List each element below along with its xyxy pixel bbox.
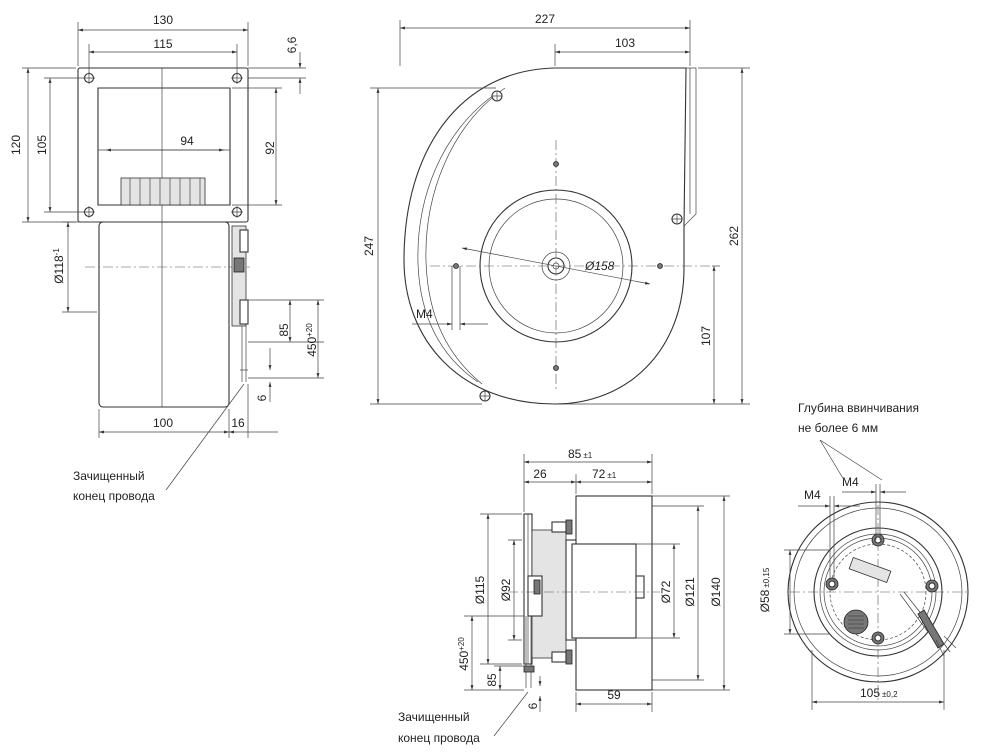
dim-450: 450+20	[305, 323, 319, 357]
dim-450-motor: 450+20	[457, 637, 471, 671]
wheel-strip	[120, 177, 206, 206]
front-view	[77, 67, 250, 408]
dim-d72: Ø72	[659, 580, 673, 603]
note-stripped-wire-1: Зачищенный	[73, 469, 145, 483]
dim-m4-end-left: M4	[804, 488, 821, 502]
dim-115: 115	[153, 37, 172, 51]
dim-d121: Ø121	[683, 577, 697, 607]
dim-85-motor: 85	[485, 673, 499, 687]
outlet-opening	[97, 87, 231, 206]
dim-d118: Ø118-1	[52, 248, 66, 284]
dim-107: 107	[699, 326, 713, 346]
end-view	[787, 501, 970, 700]
note-stripped-wire-3: Зачищенный	[398, 710, 470, 724]
dim-6-wire: 6	[255, 394, 269, 401]
side-view: Ø158	[403, 67, 712, 405]
dim-85-tol: 85±1	[568, 447, 593, 461]
dim-85: 85	[277, 323, 291, 337]
dim-120: 120	[9, 135, 23, 155]
note-screw-depth-1: Глубина ввинчивания	[798, 401, 919, 415]
mount-hole-br	[231, 206, 243, 218]
leader-stripped-wire	[165, 383, 245, 491]
dim-d115: Ø115	[473, 575, 487, 604]
dim-59: 59	[607, 688, 621, 702]
dim-100: 100	[153, 416, 173, 430]
dim-103: 103	[615, 36, 635, 50]
dim-6-6: 6,6	[285, 36, 299, 53]
dim-m4-end-right: M4	[842, 475, 859, 489]
dim-d158: Ø158	[584, 259, 615, 273]
dim-130: 130	[153, 13, 173, 27]
dim-227: 227	[535, 12, 555, 26]
wire	[241, 326, 247, 382]
dim-d92: Ø92	[499, 578, 513, 601]
note-screw-depth-2: не более 6 мм	[798, 421, 878, 435]
note-stripped-wire-4: конец провода	[398, 731, 480, 745]
dim-105-end: 105±0,2	[860, 686, 898, 700]
dim-247: 247	[362, 236, 376, 256]
end-dimensions: M4 M4 Глубина ввинчивания не более 6 мм …	[758, 401, 945, 710]
dim-m4-side: M4	[416, 307, 433, 321]
dim-105: 105	[35, 135, 49, 155]
front-dimensions: 130 115 120 105 94 92 6,6 Ø118-1 100 16	[9, 13, 324, 503]
dim-94: 94	[180, 134, 194, 148]
dim-16: 16	[231, 416, 245, 430]
dim-26: 26	[533, 467, 547, 481]
side-dimensions: 227 103 247 262 107 M4	[362, 12, 750, 405]
motor-dimensions: 85±1 26 72±1 Ø115 Ø92 Ø72 Ø121 Ø140 59 4…	[398, 447, 730, 745]
motor-body	[98, 221, 230, 408]
dim-92: 92	[263, 141, 277, 155]
dim-6-motor: 6	[526, 702, 540, 709]
dim-d58: Ø58±0,15	[758, 567, 772, 612]
dim-d140: Ø140	[709, 577, 723, 607]
note-stripped-wire-2: конец провода	[73, 489, 155, 503]
dim-72-tol: 72±1	[592, 467, 617, 481]
motor-view	[508, 495, 660, 691]
dim-262: 262	[727, 226, 741, 246]
